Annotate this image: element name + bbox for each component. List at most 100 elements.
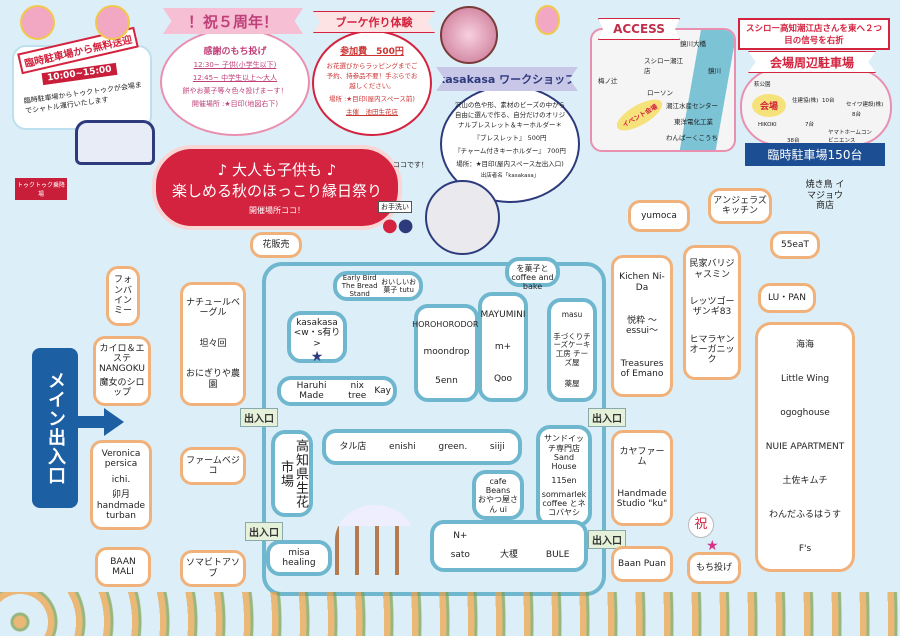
- flower-border-decoration: [0, 592, 900, 636]
- map-label: ローソン: [647, 89, 673, 97]
- booth-name: HOROHORODORI: [412, 320, 481, 330]
- map-label: 潮江水産センター: [666, 102, 718, 110]
- table-chairs-illustration: [335, 505, 415, 575]
- booth-misa-healing[interactable]: misa healing: [266, 540, 332, 576]
- booth-fonbain[interactable]: フォンバインミー: [106, 266, 140, 326]
- booth-name: cafe Beans: [485, 477, 511, 496]
- booth-kochi-flower-market[interactable]: 高知県生花市場: [271, 430, 313, 517]
- booth-name: BAAN MALI: [110, 556, 136, 577]
- booth-name: ソマビトアソブ: [185, 558, 240, 579]
- booth-somabito[interactable]: ソマビトアソブ: [180, 550, 246, 587]
- map-label: 梅ノ辻: [598, 77, 618, 85]
- booth-name: フォンバインミー: [113, 275, 132, 317]
- entrance-label: 出入口: [588, 530, 626, 549]
- map-label: 住建協(株): [792, 98, 819, 104]
- booth-name: Kichen Ni-Da: [619, 272, 665, 293]
- workshop-shop: 出店者名「kasakasa」: [480, 173, 540, 179]
- booth-name: ヒマラヤン オーガニック: [689, 334, 735, 366]
- booth-name: Treasures of Emano: [620, 358, 664, 380]
- booth-name: 大榎: [499, 550, 518, 561]
- booth-name: misa healing: [282, 547, 316, 568]
- booth-flower-sale[interactable]: 花販売: [250, 232, 302, 258]
- booth-name: enishi: [389, 441, 416, 452]
- booth-name: Veronica persica: [101, 448, 141, 469]
- booth-baan-puan[interactable]: Baan Puan: [611, 546, 673, 582]
- parking-map: 会場 萩公園 住建協(株) 10台 8台 7台 38台 HIKOKI セイワ建設…: [740, 68, 892, 146]
- lantern-icon: [20, 5, 55, 40]
- entrance-label: 出入口: [245, 522, 283, 541]
- booth-name: m+: [494, 341, 512, 352]
- booth-name: masu: [561, 310, 583, 320]
- booth-kichen-ni-da[interactable]: Kichen Ni-Da 悦粋 ～essui～ Treasures of Emano: [611, 255, 673, 397]
- map-label: 10台: [822, 98, 835, 104]
- booth-name: N+: [453, 531, 468, 542]
- booth-name: カヤファーム: [619, 446, 665, 467]
- map-label: 萩公園: [754, 82, 771, 88]
- booth-yakitori[interactable]: 焼き鳥 イマジョウ商店: [798, 174, 852, 218]
- star-icon: ★: [706, 538, 719, 554]
- booth-kasakasa[interactable]: kasakasa <w・s有り>★: [287, 311, 347, 365]
- booth-name: ichi.: [111, 474, 131, 485]
- booth-name: おいしいお菓子 tutu: [381, 277, 417, 294]
- booth-name: green.: [438, 441, 468, 452]
- bouquet-panel: 参加費 500円 お花選びからラッピングまでご予約、持参品不要！手ぶらでお越しく…: [312, 30, 432, 136]
- booth-name: ogoghouse: [780, 407, 830, 418]
- booth-kaya-farm[interactable]: カヤファーム Handmade Studio "ku": [611, 430, 673, 526]
- booth-name: Early Bird The Bread Stand: [341, 273, 378, 299]
- bouquet-photo: [440, 6, 498, 64]
- booth-name: LU・PAN: [768, 292, 806, 303]
- booth-yumoca[interactable]: yumoca: [628, 200, 690, 232]
- bouquet-place: 場所 :★目印(屋内スペース前): [329, 95, 415, 103]
- booth-name: F's: [798, 543, 812, 554]
- booth-okashi[interactable]: を菓子と coffee and bake: [505, 257, 560, 291]
- anniversary-banner: ！祝５周年！: [163, 8, 303, 34]
- booth-name: sommarlek coffee とネコバヤシ: [541, 490, 587, 518]
- main-entrance-sign: メイン出入口: [32, 348, 78, 508]
- booth-naturel[interactable]: ナチュールベーグル坦々回おにぎりや農園: [180, 282, 246, 406]
- booth-name: Handmade Studio "ku": [616, 488, 668, 509]
- festival-sub: 開催場所ココ！: [249, 206, 305, 215]
- arrow-right-icon: [104, 408, 124, 436]
- festival-line2: 楽しめる秋のほっこり縁日祭り: [171, 182, 382, 200]
- restroom-label: お手洗い: [378, 201, 412, 213]
- access-banner: ACCESS: [598, 18, 680, 40]
- bouquet-desc: お花選びからラッピングまでご予約、持参品不要！手ぶらでお越しください。: [326, 62, 418, 90]
- booth-55eat[interactable]: 55eaT: [770, 231, 820, 259]
- booth-name: 悦粋 ～essui～: [625, 315, 659, 336]
- booth-name: Haruhi Made: [296, 380, 327, 401]
- booth-lu-pan[interactable]: LU・PAN: [758, 283, 816, 313]
- booth-name: 魔女のシロップ: [99, 377, 145, 399]
- main-entrance-label: メイン出入口: [45, 371, 66, 485]
- booth-name: カイロ＆エステ NANGOKU: [99, 343, 145, 375]
- festival-line1: ♪ 大人も子供も ♪: [217, 161, 337, 179]
- booth-name: 花販売: [262, 239, 290, 250]
- beads-photo: [425, 180, 500, 255]
- event-venue-marker: イベント会場: [612, 93, 667, 137]
- map-label: 7台: [805, 122, 814, 128]
- booth-name: おにぎりや農園: [185, 369, 240, 390]
- map-label: 東洋電化工業: [674, 118, 713, 126]
- booth-name: Qoo: [493, 373, 513, 384]
- anniv-time-kids: 12:30~ 子供(小学生以下): [193, 61, 277, 69]
- workshop-place: 場所：★目印(屋内スペース左出入口): [456, 160, 564, 168]
- booth-farm-vegico[interactable]: ファームベジコ: [180, 447, 246, 485]
- booth-name: 卯月 handmade turban: [96, 490, 146, 521]
- booth-veronica[interactable]: Veronica persica ichi. 卯月 handmade turban: [90, 440, 152, 530]
- booth-angela[interactable]: アンジェラズ キッチン: [708, 188, 772, 224]
- booth-mochi-nage[interactable]: もち投げ: [687, 552, 741, 584]
- lantern-icon: [535, 5, 560, 35]
- booth-name: Little Wing: [780, 373, 830, 384]
- booth-baan-mali[interactable]: BAAN MALI: [95, 547, 151, 587]
